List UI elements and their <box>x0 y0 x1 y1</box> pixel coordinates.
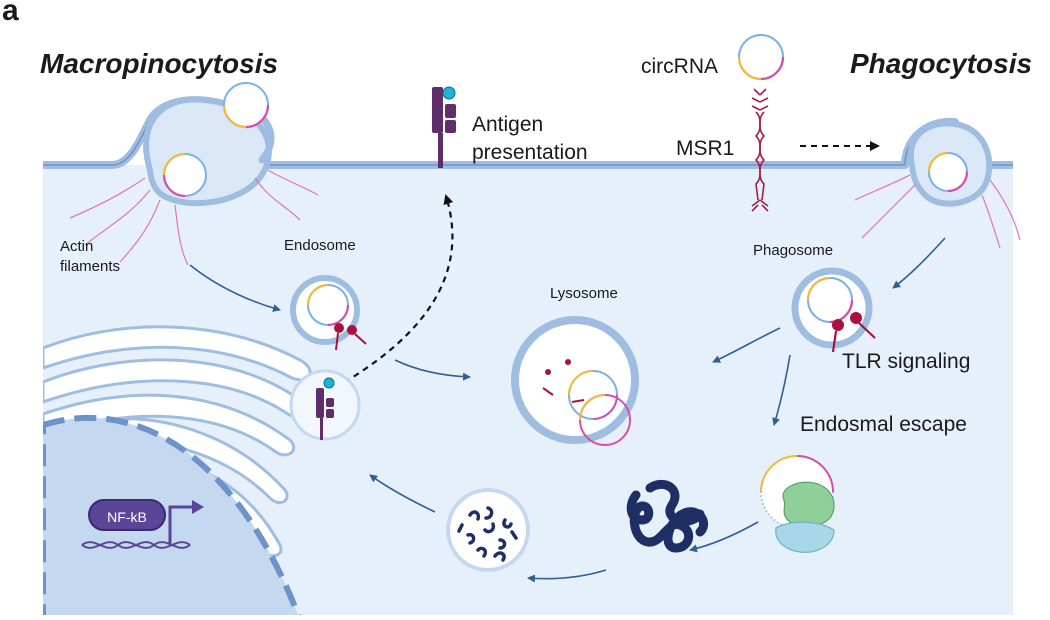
label-endosomal-escape: Endosmal escape <box>800 413 967 436</box>
label-antigen: Antigen <box>472 113 544 136</box>
arrow-tangle-to-degradation <box>527 569 607 583</box>
arrow-endosome-to-lysosome <box>394 359 471 381</box>
dna-helix <box>81 541 191 549</box>
label-lysosome: Lysosome <box>550 285 618 302</box>
label-tlr-signaling: TLR signaling <box>842 350 971 373</box>
title-macropinocytosis: Macropinocytosis <box>40 48 279 79</box>
arrow-phagosome-to-lysosome <box>712 327 781 363</box>
phagosome <box>791 267 876 353</box>
lysosome <box>511 316 639 446</box>
label-presentation: presentation <box>472 141 588 164</box>
degradation-vesicle <box>446 488 530 572</box>
arrow-degradation-to-golgi <box>369 474 436 513</box>
circrna-phago-cup <box>927 151 969 193</box>
label-endosome: Endosome <box>284 237 356 254</box>
msr1-receptor <box>751 88 769 212</box>
arrow-phagosome-to-escape <box>772 354 791 426</box>
antigen-vesicle <box>289 369 361 441</box>
panel-label: a <box>2 0 19 27</box>
label-phagosome: Phagosome <box>753 242 834 259</box>
nfkb-badge: NF-kB <box>88 499 166 531</box>
actin-filaments <box>69 169 1021 266</box>
flow-arrows <box>189 237 946 583</box>
transcription-arrowhead <box>192 500 204 514</box>
arrow-phagocytosis-to-phagosome <box>892 237 946 289</box>
title-phagocytosis: Phagocytosis <box>850 48 1033 79</box>
transcription-arrow <box>168 505 194 545</box>
escape-vesicle <box>760 455 835 553</box>
rna-tangle <box>626 479 708 553</box>
circrna-macro-inside <box>162 152 207 198</box>
circrna-macro-outside <box>222 82 270 129</box>
label-actin: Actin <box>60 238 94 255</box>
label-filaments: filaments <box>60 258 121 275</box>
circrna-icon <box>737 34 785 81</box>
arrow-actin-to-endosome <box>189 264 281 312</box>
antigen-presenting-molecule <box>432 86 456 168</box>
arrow-escape-to-tangle <box>689 521 759 553</box>
label-circrna: circRNA <box>641 55 718 78</box>
endosome <box>290 275 367 351</box>
label-msr1: MSR1 <box>676 137 735 160</box>
